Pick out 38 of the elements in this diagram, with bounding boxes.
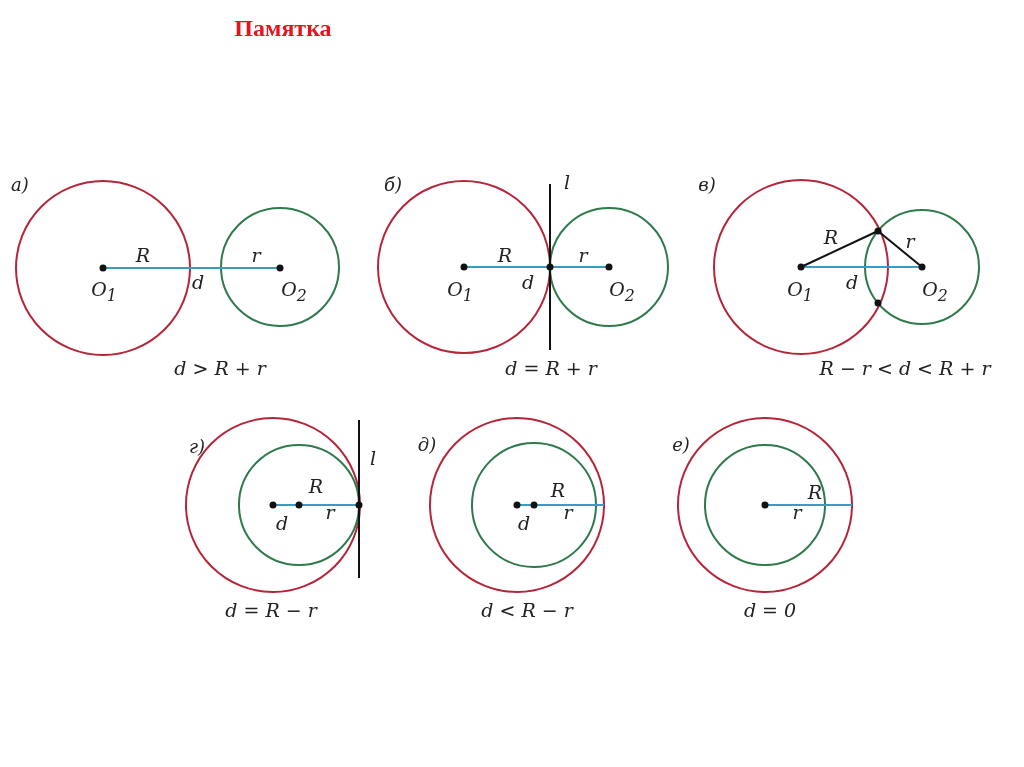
formula: d = R + r [505,358,597,378]
distance-label: d [191,272,205,292]
radius-label: R [308,476,324,496]
panel-letter: е) [672,436,690,454]
radius-label: r [578,245,588,265]
radius-label: R [823,227,839,247]
distance-label: d [517,513,531,533]
point-label: O$_{2}$ [609,280,635,304]
point-label: O$_{1}$ [447,280,473,304]
radius-label: R [497,245,513,265]
title: Памятка [234,14,332,42]
point-label: O$_{2}$ [281,280,307,304]
point-label: O$_{2}$ [922,280,948,304]
panel-letter: а) [11,176,29,194]
radius-label: r [251,245,261,265]
formula: R − r < d < R + r [819,358,991,378]
line-label: l [369,448,377,468]
radius-label: R [135,245,151,265]
formula: d = 0 [743,600,797,620]
distance-label: d [275,513,289,533]
panel-letter: б) [384,176,402,194]
radius-label: r [792,502,802,522]
panel-letter: д) [417,436,437,454]
radius-label: r [905,231,915,251]
distance-label: d [521,272,535,292]
formula: d > R + r [174,358,266,378]
radius-label: r [325,502,335,522]
radius-label: r [563,502,573,522]
point-label: O$_{1}$ [91,280,117,304]
distance-label: d [845,272,859,292]
line-label: l [563,172,571,192]
radius-label: R [550,480,566,500]
formula: d < R − r [481,600,573,620]
formula: d = R − r [225,600,317,620]
panel-letter: г) [188,438,206,456]
point-label: O$_{1}$ [787,280,813,304]
panel-letter: в) [698,176,716,194]
radius-label: R [807,482,823,502]
